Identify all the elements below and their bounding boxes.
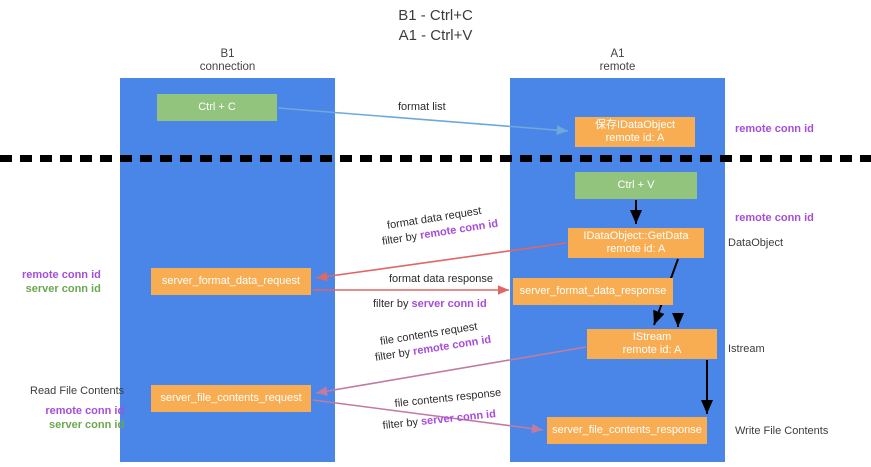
arrow-format-list <box>277 107 569 135</box>
annotation-left-server-conn-id: server conn id <box>25 283 101 295</box>
box-ctrl-c[interactable]: Ctrl + C <box>157 94 277 121</box>
lane-header-b1: B1 connection <box>120 48 335 74</box>
box-ctrl-v[interactable]: Ctrl + V <box>575 172 697 199</box>
annotation-text: Write File Contents <box>735 425 829 437</box>
edge-label-format-data-response: format data response <box>389 273 493 285</box>
box-idataobject-getdata[interactable]: IDataObject::GetData remote id: A <box>568 228 704 258</box>
box-ctrl-v-label: Ctrl + V <box>617 179 655 191</box>
annotation-left-read-file-contents-title: Read File Contents <box>30 385 125 397</box>
box-server-format-data-response-label: server_format_data_response <box>519 285 667 297</box>
box-save-idataobject[interactable]: 保存IDataObject remote id: A <box>575 117 695 147</box>
box-idataobject-getdata-line1: IDataObject::GetData <box>583 230 689 242</box>
annotation-text: remote conn id <box>735 212 814 224</box>
box-server-format-data-request-label: server_format_data_request <box>161 275 301 287</box>
title-line-1: B1 - Ctrl+C <box>398 7 473 24</box>
box-server-file-contents-response[interactable]: server_file_contents_response <box>547 417 707 444</box>
arrow-format-data-request <box>315 242 567 282</box>
box-server-file-contents-request[interactable]: server_file_contents_request <box>151 385 311 412</box>
annotation-text: Istream <box>728 343 765 355</box>
annotation-right-remote-conn-id-2: remote conn id <box>735 211 814 225</box>
box-ctrl-c-label: Ctrl + C <box>198 101 236 113</box>
box-server-format-data-response[interactable]: server_format_data_response <box>513 278 673 305</box>
box-idataobject-getdata-line2: remote id: A <box>606 243 666 255</box>
lane-header-a1: A1 remote <box>510 48 725 74</box>
annotation-text: remote conn id <box>735 123 814 135</box>
edge-label-format-data-response-filter: filter by server conn id <box>373 297 487 311</box>
title-line-2: A1 - Ctrl+V <box>398 27 473 44</box>
annotation-right-write-file-contents: Write File Contents <box>735 424 828 438</box>
annotation-left-server-conn-id-2: server conn id <box>48 419 125 431</box>
annotation-text: DataObject <box>728 237 784 249</box>
lane-header-b1-subtitle: connection <box>199 61 256 73</box>
box-server-file-contents-response-label: server_file_contents_response <box>552 424 702 436</box>
box-istream-line1: IStream <box>632 331 672 343</box>
diagram-title: B1 - Ctrl+C A1 - Ctrl+V <box>0 6 871 46</box>
annotation-left-conn-ids: remote conn id server conn id <box>22 268 101 296</box>
filter-prefix: filter by <box>373 298 412 310</box>
filter-key-server-conn-id: server conn id <box>411 298 487 310</box>
lane-header-b1-name: B1 <box>220 48 235 60</box>
phase-divider <box>0 155 871 162</box>
lane-header-a1-name: A1 <box>610 48 625 60</box>
lane-header-a1-subtitle: remote <box>599 61 636 73</box>
annotation-right-istream: Istream <box>728 342 765 356</box>
box-save-idataobject-line2: remote id: A <box>605 132 665 144</box>
annotation-left-remote-conn-id-2: remote conn id <box>45 405 125 417</box>
box-save-idataobject-line1: 保存IDataObject <box>594 119 676 131</box>
annotation-left-remote-conn-id: remote conn id <box>22 269 101 281</box>
box-server-format-data-request[interactable]: server_format_data_request <box>151 268 311 295</box>
annotation-right-dataobject: DataObject <box>728 236 783 250</box>
annotation-left-read-file-contents: Read File Contents remote conn id server… <box>30 384 124 432</box>
box-istream-line2: remote id: A <box>622 344 682 356</box>
arrow-file-contents-response <box>312 399 544 434</box>
edge-label-format-list: format list <box>398 101 446 113</box>
box-istream[interactable]: IStream remote id: A <box>587 329 717 359</box>
box-server-file-contents-request-label: server_file_contents_request <box>160 392 302 404</box>
filter-prefix: filter by <box>382 415 422 432</box>
arrow-file-contents-request <box>315 346 587 396</box>
annotation-right-remote-conn-id-1: remote conn id <box>735 122 814 136</box>
